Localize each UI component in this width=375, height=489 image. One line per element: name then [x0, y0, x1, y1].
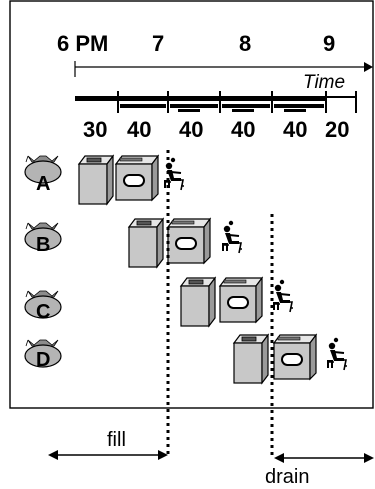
load-bag-d: D — [24, 339, 62, 371]
diagram-frame — [9, 0, 374, 409]
folder-person-icon — [326, 336, 348, 371]
clock-label-6pm: 6 PM — [57, 31, 108, 56]
dryer-icon — [219, 277, 263, 323]
clock-labels: 6 PM 7 8 9 — [57, 31, 335, 56]
load-c-stages — [180, 277, 294, 327]
load-bag-b: B — [24, 222, 62, 256]
stage-timing-bars — [75, 91, 357, 113]
stage-durations: 30 40 40 40 40 20 — [83, 117, 349, 142]
fill-arrow — [48, 450, 168, 460]
load-label-c: C — [36, 301, 50, 323]
stage-duration-1: 30 — [83, 117, 107, 142]
clock-label-9: 9 — [323, 31, 335, 56]
drain-arrow — [274, 453, 374, 463]
dryer-icon — [115, 155, 159, 201]
load-d-stages — [233, 334, 348, 384]
load-label-a: A — [36, 173, 50, 195]
stage-duration-4: 40 — [231, 117, 255, 142]
load-bag-c: C — [24, 290, 62, 323]
washer-icon — [233, 334, 269, 384]
stage-duration-3: 40 — [179, 117, 203, 142]
stage-duration-5: 40 — [283, 117, 307, 142]
load-label-d: D — [36, 349, 50, 371]
dryer-icon — [273, 334, 317, 380]
washer-icon — [180, 277, 216, 327]
washer-icon — [78, 155, 114, 205]
washer-icon — [128, 218, 164, 268]
fill-label: fill — [107, 429, 126, 451]
axis-arrowhead-icon — [364, 62, 373, 72]
load-label-b: B — [36, 234, 50, 256]
drain-label: drain — [265, 466, 309, 488]
dryer-icon — [167, 218, 211, 264]
folder-person-icon — [221, 219, 243, 254]
load-b-stages — [128, 218, 243, 268]
load-bag-a: A — [24, 155, 62, 195]
folder-person-icon — [272, 278, 294, 313]
time-axis-label: Time — [303, 72, 345, 93]
clock-label-7: 7 — [152, 31, 164, 56]
stage-duration-2: 40 — [127, 117, 151, 142]
clock-label-8: 8 — [239, 31, 251, 56]
time-axis — [74, 61, 373, 77]
stage-duration-6: 20 — [325, 117, 349, 142]
